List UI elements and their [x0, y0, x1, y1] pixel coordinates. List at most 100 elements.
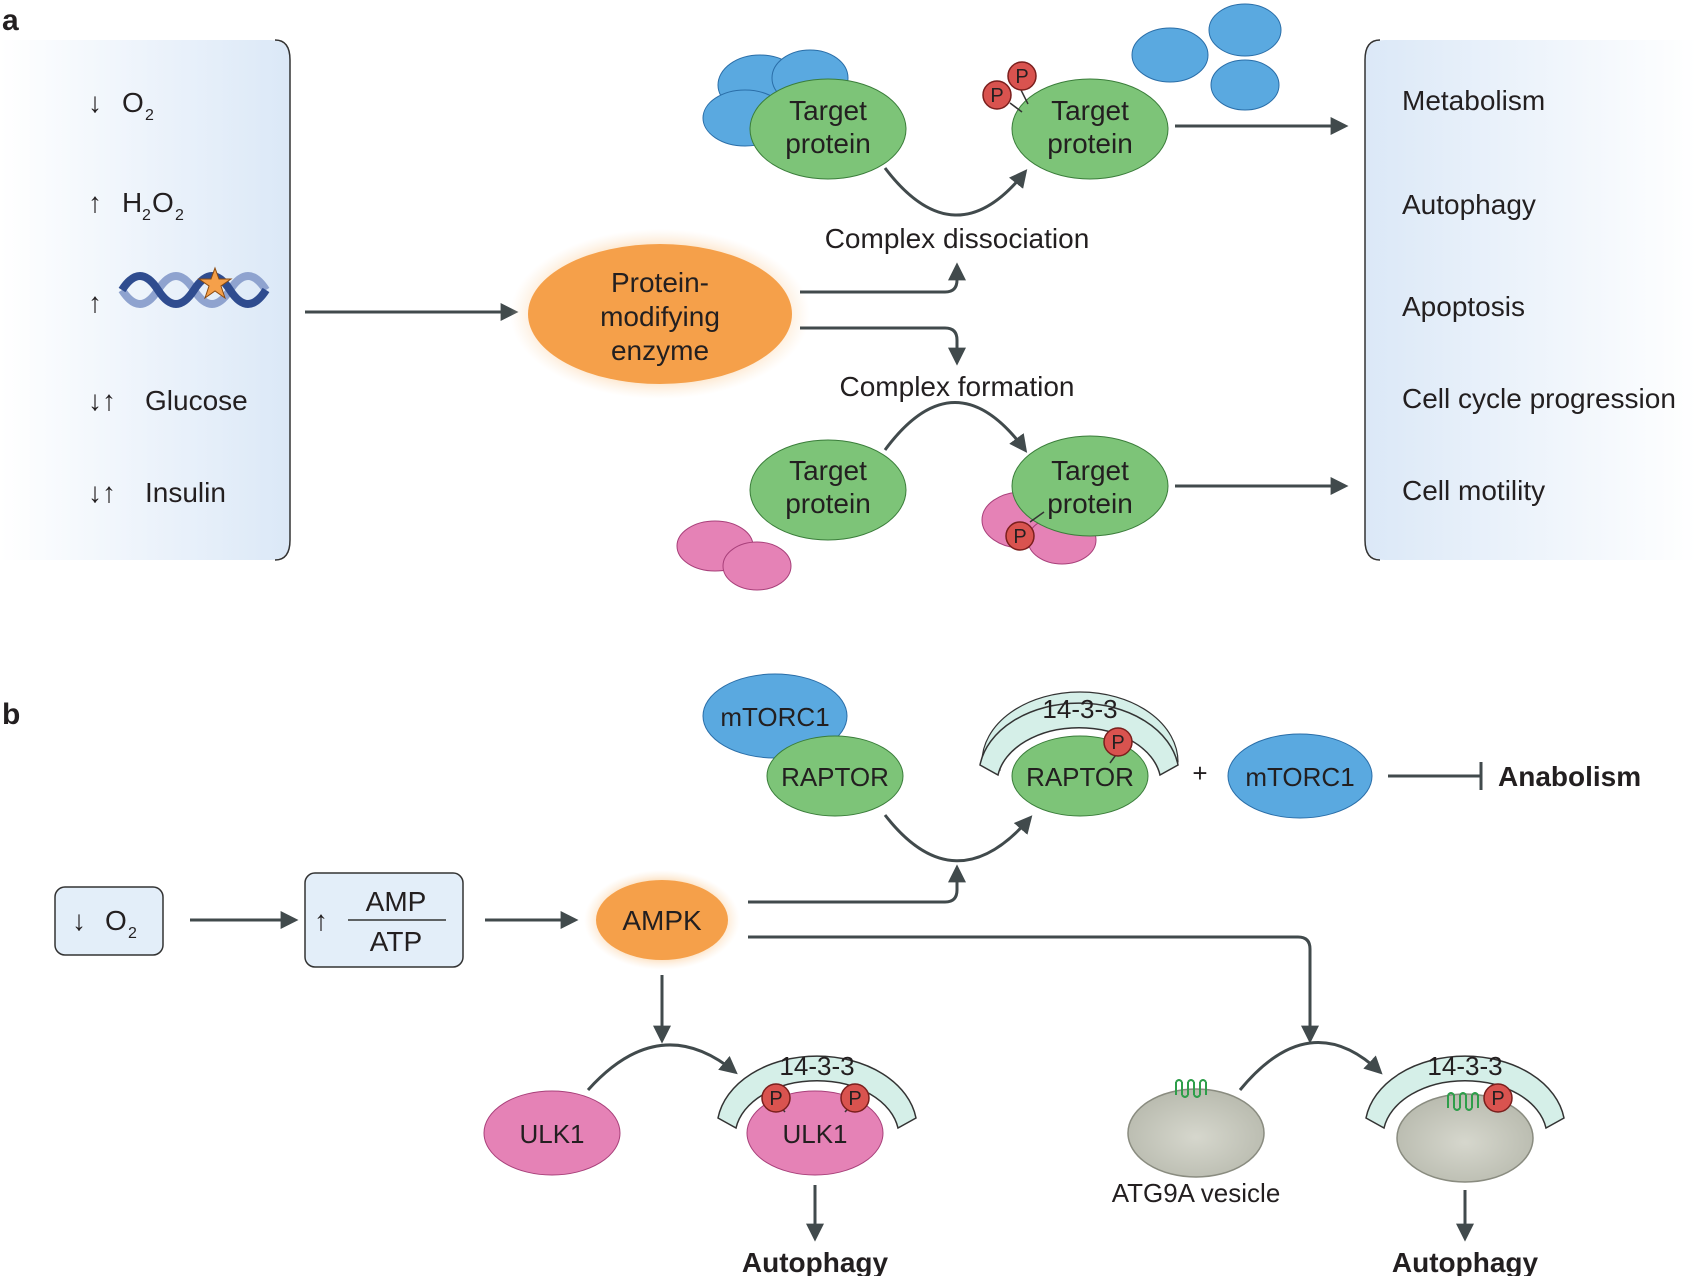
atg9a-vesicle-bound [1396, 1092, 1534, 1183]
ulk1-phosphorylated: ULK1 [746, 1090, 884, 1176]
target-label-1: Target [789, 95, 867, 126]
arrow-both-icon: ↓↑ [88, 385, 116, 416]
phosphate-label: P [1015, 66, 1028, 88]
outcome-apoptosis: Apoptosis [1402, 291, 1525, 322]
amp-atp-ratio-box: ↑ AMP ATP [304, 872, 464, 968]
outcome-cell-motility: Cell motility [1402, 475, 1545, 506]
phosphate-label: P [769, 1088, 782, 1110]
target-label-1: Target [1051, 95, 1129, 126]
ulk1-label: ULK1 [519, 1119, 584, 1149]
adaptor-label: 14-3-3 [1042, 694, 1117, 724]
phosphate-label: P [848, 1088, 861, 1110]
low-oxygen-box: ↓ O 2 [54, 886, 164, 956]
arrow-up-icon: ↑ [88, 287, 102, 318]
arrow-to-formation [800, 326, 966, 366]
phosphate-icon: P [1007, 61, 1037, 91]
glucose-label: Glucose [145, 385, 248, 416]
stimulus-insulin: ↓↑ Insulin [88, 477, 226, 508]
o2-subscript: 2 [128, 925, 137, 942]
insulin-label: Insulin [145, 477, 226, 508]
plus-sign: + [1192, 758, 1207, 788]
amp-label: AMP [366, 886, 427, 917]
h2o2-sub2: 2 [175, 207, 184, 224]
phosphate-icon: P [1005, 521, 1035, 551]
target-protein-bound: Target protein [1011, 435, 1169, 537]
target-label-1: Target [789, 455, 867, 486]
protein-modifying-enzyme: Protein- modifying enzyme [510, 229, 810, 399]
stimulus-h2o2: ↑ H 2 O 2 [88, 187, 184, 224]
outcomes-panel [1365, 40, 1697, 560]
adaptor-14-3-3-atg9a: 14-3-3 [1365, 1051, 1565, 1130]
h2o2-sub1: 2 [142, 207, 151, 224]
dna-helix-icon [118, 266, 270, 308]
arrow-down-icon: ↓ [72, 905, 86, 936]
target-protein-free: Target protein [749, 439, 907, 541]
stimulus-o2: ↓ O 2 [88, 87, 154, 124]
arrow-up-icon: ↑ [88, 187, 102, 218]
mtorc1-free: mTORC1 [1227, 733, 1373, 819]
adaptor-14-3-3-ulk1: 14-3-3 [717, 1051, 917, 1130]
o2-subscript: 2 [145, 107, 154, 124]
arrow-atg9a-curve [1238, 1040, 1383, 1091]
outcome-cell-cycle: Cell cycle progression [1402, 383, 1676, 414]
pink-proteins-free [676, 520, 792, 591]
arrow-both-icon: ↓↑ [88, 477, 116, 508]
transmembrane-icon [1447, 1092, 1479, 1111]
arrow-down-icon: ↓ [88, 87, 102, 118]
arrow-ampk-to-atg9a [748, 935, 1319, 1044]
ulk1-label: ULK1 [782, 1119, 847, 1149]
target-protein-complexed: Target protein [749, 78, 907, 180]
ulk1-free: ULK1 [483, 1090, 621, 1176]
phosphate-label: P [1491, 1088, 1504, 1110]
mtorc1-label: mTORC1 [720, 702, 829, 732]
target-label-2: protein [785, 128, 871, 159]
star-icon [197, 266, 233, 300]
ampk-label: AMPK [622, 905, 702, 936]
target-label-1: Target [1051, 455, 1129, 486]
raptor-label: RAPTOR [1026, 762, 1134, 792]
target-label-2: protein [785, 488, 871, 519]
autophagy-label-atg9a: Autophagy [1392, 1247, 1539, 1276]
outcomes-panel-border [1364, 39, 1381, 561]
stimulus-glucose: ↓↑ Glucose [88, 385, 248, 416]
phosphate-icon: P [1483, 1083, 1513, 1113]
arrow-ampk-to-raptor [748, 864, 966, 904]
phosphate-icon: P [761, 1083, 791, 1113]
mtorc1-bound: mTORC1 [702, 673, 848, 759]
o2-label: O [122, 87, 144, 118]
autophagy-label-ulk1: Autophagy [742, 1247, 889, 1276]
h2o2-h: H [122, 187, 142, 218]
stimulus-dna-damage: ↑ [88, 266, 270, 318]
raptor-label: RAPTOR [781, 762, 889, 792]
anabolism-label: Anabolism [1498, 761, 1641, 792]
o2-label: O [105, 905, 127, 936]
phosphate-icon: P [1103, 727, 1133, 757]
atg9a-label: ATG9A vesicle [1112, 1178, 1281, 1208]
mtorc1-label: mTORC1 [1245, 762, 1354, 792]
transmembrane-icon [1175, 1079, 1207, 1098]
arrow-to-dissociation [800, 262, 966, 294]
phosphate-icon: P [982, 80, 1012, 110]
panel-a-label: a [2, 4, 19, 37]
target-protein-phosphorylated: Target protein [1011, 78, 1169, 180]
phosphate-label: P [990, 85, 1003, 107]
phosphate-icon: P [840, 1083, 870, 1113]
phosphate-label: P [1111, 732, 1124, 754]
target-label-2: protein [1047, 488, 1133, 519]
complex-dissociation-label: Complex dissociation [825, 223, 1090, 254]
released-blue-proteins [1131, 3, 1282, 111]
adaptor-label: 14-3-3 [1427, 1051, 1502, 1081]
outcome-autophagy: Autophagy [1402, 189, 1536, 220]
atg9a-vesicle-free [1127, 1079, 1265, 1178]
arrow-ulk1-curve [586, 1043, 738, 1092]
enzyme-line-3: enzyme [611, 335, 709, 366]
enzyme-line-2: modifying [600, 301, 720, 332]
target-label-2: protein [1047, 128, 1133, 159]
complex-formation-label: Complex formation [840, 371, 1075, 402]
enzyme-line-1: Protein- [611, 267, 709, 298]
atp-label: ATP [370, 926, 422, 957]
panel-b-label: b [2, 698, 20, 731]
adaptor-14-3-3-raptor: 14-3-3 [979, 691, 1179, 777]
raptor-bound: RAPTOR [766, 735, 904, 817]
